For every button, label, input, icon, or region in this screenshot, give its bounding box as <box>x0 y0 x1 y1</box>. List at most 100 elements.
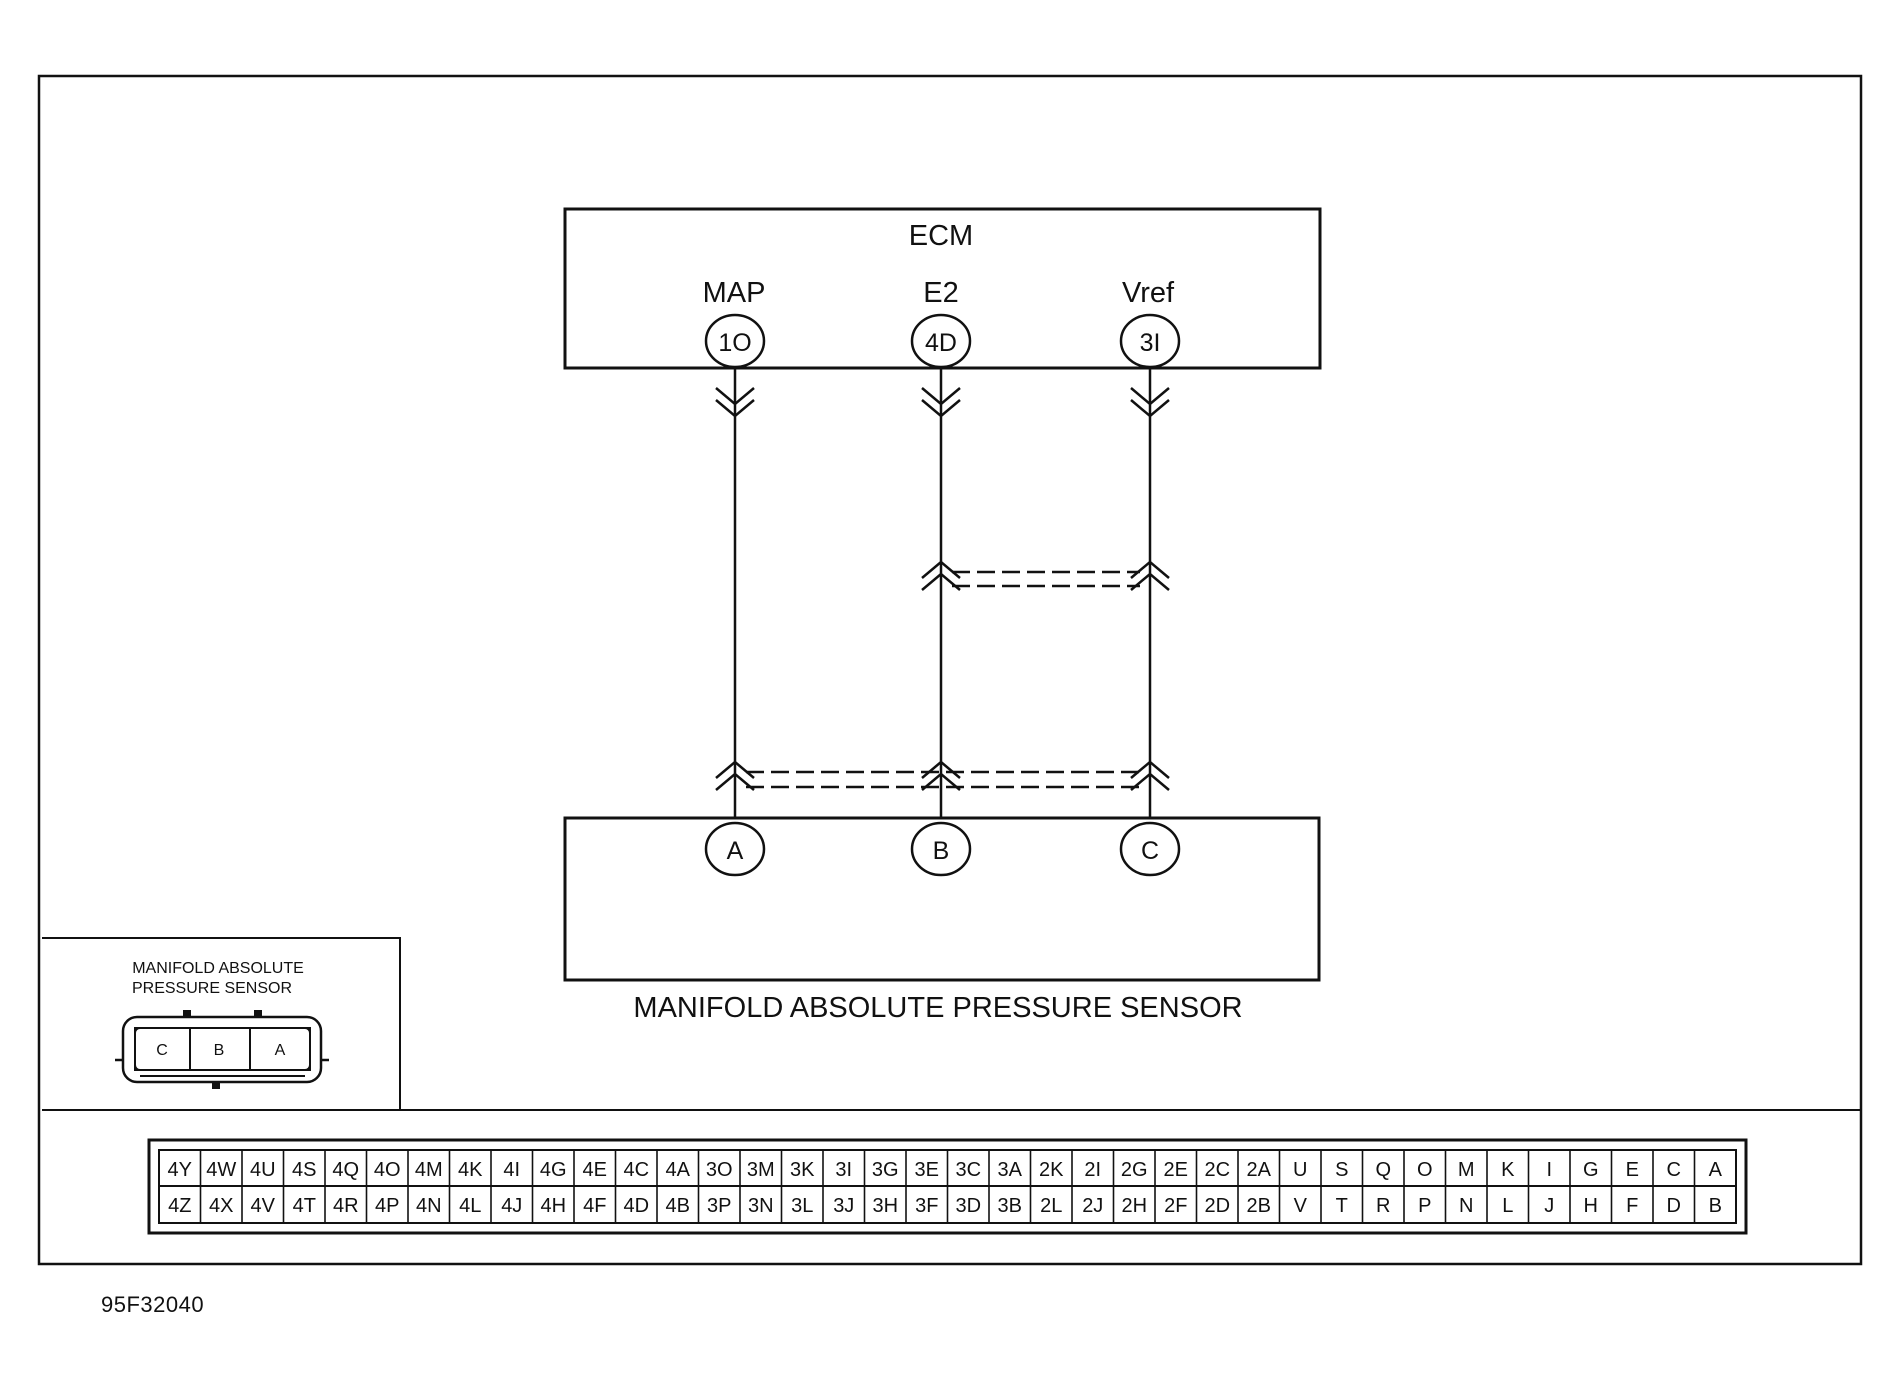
pin-cell-4u: 4U <box>250 1159 276 1181</box>
wires <box>733 368 1152 818</box>
pin-cell-4z: 4Z <box>168 1195 191 1217</box>
ecm-harness-connector-symbols <box>715 387 1170 418</box>
chevron-sensor-b-2 <box>921 772 961 791</box>
pin-cell-s: S <box>1335 1159 1348 1181</box>
ecm-title: ECM <box>909 220 973 252</box>
sensor-box <box>563 816 1321 982</box>
pin-cell-4v: 4V <box>251 1195 276 1217</box>
pin-cell-3n: 3N <box>748 1195 774 1217</box>
ecm-pin-4d: 4D <box>925 329 957 357</box>
pin-cell-3e: 3E <box>915 1159 939 1181</box>
ecm-terminal-vref-label: Vref <box>1122 277 1175 309</box>
pin-cell-d: D <box>1667 1195 1681 1217</box>
pin-cell-2i: 2I <box>1084 1159 1101 1181</box>
chevron-e2-1 <box>921 387 961 406</box>
pin-cell-u: U <box>1293 1159 1307 1181</box>
pin-cell-n: N <box>1459 1195 1473 1217</box>
chevron-e2-2 <box>921 399 961 418</box>
pin-cell-a: A <box>1709 1159 1723 1181</box>
pin-cell-4i: 4I <box>503 1159 520 1181</box>
pin-cell-c: C <box>1667 1159 1681 1181</box>
pin-cell-2k: 2K <box>1039 1159 1064 1181</box>
pin-cell-m: M <box>1458 1159 1475 1181</box>
inset-title-line1: MANIFOLD ABSOLUTE <box>132 960 304 977</box>
sensor-pin-c-circle <box>1119 821 1181 877</box>
ecm-block: ECM MAP 1O E2 4D Vref 3I <box>563 207 1322 370</box>
sensor-harness-connector-symbols <box>715 760 1170 791</box>
pin-cell-r: R <box>1376 1195 1390 1217</box>
chevron-map-2 <box>715 399 755 418</box>
pin-cell-4m: 4M <box>415 1159 443 1181</box>
pin-cell-2h: 2H <box>1121 1195 1147 1217</box>
pin-cell-2b: 2B <box>1247 1195 1271 1217</box>
connector-bottom-tab <box>212 1082 220 1089</box>
pin-cell-4b: 4B <box>666 1195 690 1217</box>
pin-cell-2f: 2F <box>1164 1195 1187 1217</box>
chevron-map-1 <box>715 387 755 406</box>
pin-cell-3h: 3H <box>872 1195 898 1217</box>
chevron-sensor-a-2 <box>715 772 755 791</box>
pin-cell-4s: 4S <box>292 1159 316 1181</box>
pin-cell-4a: 4A <box>666 1159 691 1181</box>
sensor-block: A B C <box>563 816 1321 982</box>
pin-cell-2l: 2L <box>1040 1195 1062 1217</box>
pin-cell-3d: 3D <box>955 1195 981 1217</box>
pin-cell-j: J <box>1544 1195 1554 1217</box>
sensor-pin-c: C <box>1141 837 1159 865</box>
pin-cell-3a: 3A <box>998 1159 1023 1181</box>
pin-cell-e: E <box>1626 1159 1639 1181</box>
pin-cell-2g: 2G <box>1121 1159 1148 1181</box>
sensor-pin-a: A <box>727 837 744 865</box>
pin-cell-3o: 3O <box>706 1159 733 1181</box>
inset-title-line2: PRESSURE SENSOR <box>132 980 292 997</box>
connector-top-tab-left <box>183 1010 191 1017</box>
pin-cell-4o: 4O <box>374 1159 401 1181</box>
pin-cell-h: H <box>1584 1195 1598 1217</box>
pin-cell-g: G <box>1583 1159 1599 1181</box>
pin-cell-2a: 2A <box>1247 1159 1272 1181</box>
pin-cell-4r: 4R <box>333 1195 359 1217</box>
pin-cell-4y: 4Y <box>168 1159 192 1181</box>
chevron-mid-vref-2 <box>1130 572 1170 591</box>
pin-cell-4x: 4X <box>209 1195 233 1217</box>
pin-cell-4k: 4K <box>458 1159 483 1181</box>
pin-cell-4d: 4D <box>623 1195 649 1217</box>
pin-cell-4h: 4H <box>540 1195 566 1217</box>
inset-frame <box>42 937 401 1110</box>
pin-cell-k: K <box>1501 1159 1515 1181</box>
connector-housing <box>121 1015 323 1084</box>
pin-table-outer <box>147 1138 1748 1235</box>
pin-cell-t: T <box>1336 1195 1348 1217</box>
sensor-title: MANIFOLD ABSOLUTE PRESSURE SENSOR <box>633 992 1242 1024</box>
ecm-pin-3i: 3I <box>1140 329 1161 357</box>
pin-cell-4w: 4W <box>206 1159 236 1181</box>
chevron-vref-1 <box>1130 387 1170 406</box>
connector-pin-c: C <box>156 1042 168 1059</box>
pin-cell-4t: 4T <box>293 1195 316 1217</box>
pin-cell-4q: 4Q <box>332 1159 359 1181</box>
pin-cell-2e: 2E <box>1164 1159 1188 1181</box>
sensor-pin-a-circle <box>704 821 766 877</box>
diagram-frame <box>37 74 1863 1266</box>
ecm-pin-1o-circle <box>704 313 766 369</box>
pin-cell-o: O <box>1417 1159 1433 1181</box>
pin-cell-4j: 4J <box>501 1195 522 1217</box>
pin-cell-3f: 3F <box>915 1195 938 1217</box>
connector-top-tab-right <box>254 1010 262 1017</box>
pin-cell-3i: 3I <box>835 1159 852 1181</box>
connector-pin-a: A <box>275 1042 286 1059</box>
pin-cell-f: F <box>1626 1195 1638 1217</box>
pin-cell-3m: 3M <box>747 1159 775 1181</box>
connector-pin-b: B <box>214 1042 225 1059</box>
pin-cell-2j: 2J <box>1082 1195 1103 1217</box>
pin-cell-4f: 4F <box>583 1195 606 1217</box>
pin-cell-4g: 4G <box>540 1159 567 1181</box>
pin-cell-2d: 2D <box>1204 1195 1230 1217</box>
pin-cell-3b: 3B <box>998 1195 1022 1217</box>
ecm-terminal-e2-label: E2 <box>923 277 958 309</box>
pin-cell-3p: 3P <box>707 1195 731 1217</box>
sensor-pin-b: B <box>933 837 950 865</box>
intermediate-connector-e2-vref <box>921 560 1170 591</box>
